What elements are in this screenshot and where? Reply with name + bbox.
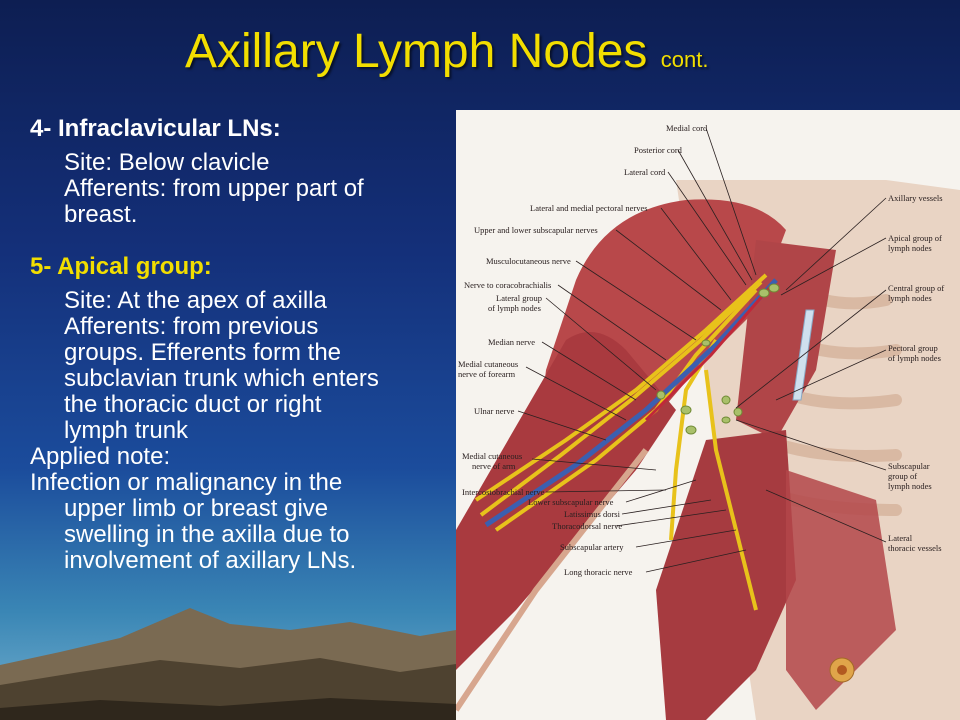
label-apical-group-1: Apical group of — [888, 233, 942, 243]
label-medial-cutaneous-forearm-2: nerve of forearm — [458, 369, 516, 379]
infraclavicular-heading: 4- Infraclavicular LNs: — [30, 115, 281, 142]
label-medial-cutaneous-arm-1: Medial cutaneous — [462, 451, 523, 461]
slide-title: Axillary Lymph Nodes cont. — [185, 28, 708, 76]
label-latissimus-dorsi: Latissimus dorsi — [564, 509, 620, 519]
label-long-thoracic-nerve: Long thoracic nerve — [564, 567, 633, 577]
label-thoracodorsal-nerve: Thoracodorsal nerve — [552, 521, 623, 531]
title-suffix: cont. — [660, 47, 709, 72]
infraclavicular-afferents-1: Afferents: from upper part of — [64, 175, 364, 202]
apical-afferents-3: subclavian trunk which enters — [64, 365, 379, 392]
applied-line-2: upper limb or breast give — [64, 495, 329, 522]
label-posterior-cord: Posterior cord — [634, 145, 682, 155]
apical-afferents-1: Afferents: from previous — [64, 313, 319, 340]
label-lateral-group-1: Lateral group — [496, 293, 543, 303]
label-medial-cord: Medial cord — [666, 123, 708, 133]
label-medial-cutaneous-arm-2: nerve of arm — [472, 461, 516, 471]
axilla-illustration — [456, 127, 960, 720]
anatomy-figure: Medial cord Posterior cord Lateral cord … — [456, 110, 960, 720]
label-subscapular-nerves: Upper and lower subscapular nerves — [474, 225, 598, 235]
label-median-nerve: Median nerve — [488, 337, 535, 347]
label-pectoral-group-2: of lymph nodes — [888, 353, 941, 363]
label-subscapular-group-2: group of — [888, 471, 918, 481]
applied-line-1: Infection or malignancy in the — [30, 469, 343, 496]
spacer — [30, 228, 455, 254]
apical-afferents-4: the thoracic duct or right — [64, 391, 322, 418]
apical-heading: 5- Apical group: — [30, 253, 212, 280]
bullet-text: 4- Infraclavicular LNs: Site: Below clav… — [30, 116, 455, 574]
label-axillary-vessels: Axillary vessels — [888, 193, 943, 203]
label-intercostobrachial-nerve: Intercostobrachial nerve — [462, 487, 545, 497]
label-apical-group-2: lymph nodes — [888, 243, 932, 253]
label-subscapular-group-3: lymph nodes — [888, 481, 932, 491]
label-lateral-cord: Lateral cord — [624, 167, 666, 177]
label-central-group-1: Central group of — [888, 283, 945, 293]
apical-afferents-2: groups. Efferents form the — [64, 339, 342, 366]
label-ulnar-nerve: Ulnar nerve — [474, 406, 515, 416]
applied-line-3: swelling in the axilla due to — [64, 521, 350, 548]
label-nerve-to-coracobrachialis: Nerve to coracobrachialis — [464, 280, 552, 290]
title-text: Axillary Lymph Nodes — [185, 25, 648, 78]
applied-line-4: involvement of axillary LNs. — [64, 547, 357, 574]
mountain-silhouette — [0, 608, 456, 720]
label-musculocutaneous-nerve: Musculocutaneous nerve — [486, 256, 571, 266]
label-central-group-2: lymph nodes — [888, 293, 932, 303]
apical-site: Site: At the apex of axilla — [64, 287, 327, 314]
label-medial-cutaneous-forearm-1: Medial cutaneous — [458, 359, 519, 369]
infraclavicular-site: Site: Below clavicle — [64, 149, 270, 176]
label-lateral-thoracic-2: thoracic vessels — [888, 543, 942, 553]
label-lateral-thoracic-1: Lateral — [888, 533, 913, 543]
label-lower-subscapular-nerve: Lower subscapular nerve — [528, 497, 614, 507]
infraclavicular-afferents-2: breast. — [64, 201, 138, 228]
applied-heading: Applied note: — [30, 443, 171, 470]
label-pectoral-group-1: Pectoral group — [888, 343, 938, 353]
label-subscapular-artery: Subscapular artery — [560, 542, 624, 552]
apical-afferents-5: lymph trunk — [64, 417, 189, 444]
label-subscapular-group-1: Subscapular — [888, 461, 930, 471]
label-lateral-group-2: of lymph nodes — [488, 303, 541, 313]
label-pectoral-nerves: Lateral and medial pectoral nerves — [530, 203, 648, 213]
